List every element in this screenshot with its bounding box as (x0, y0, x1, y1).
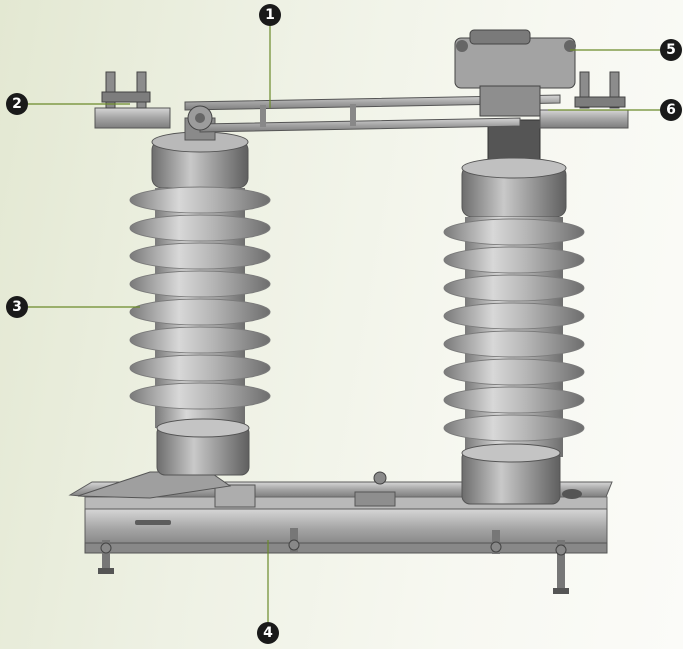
callout-2: 2 (6, 93, 28, 115)
callout-6: 6 (660, 99, 682, 121)
callout-1: 1 (259, 4, 281, 26)
callout-5: 5 (660, 39, 682, 61)
callout-3: 3 (6, 296, 28, 318)
callout-4: 4 (257, 622, 279, 644)
blade-assembly (94, 29, 629, 133)
leader-lines (28, 26, 660, 622)
left-insulator (129, 117, 271, 476)
right-insulator (443, 119, 585, 505)
base-frame (68, 471, 613, 594)
